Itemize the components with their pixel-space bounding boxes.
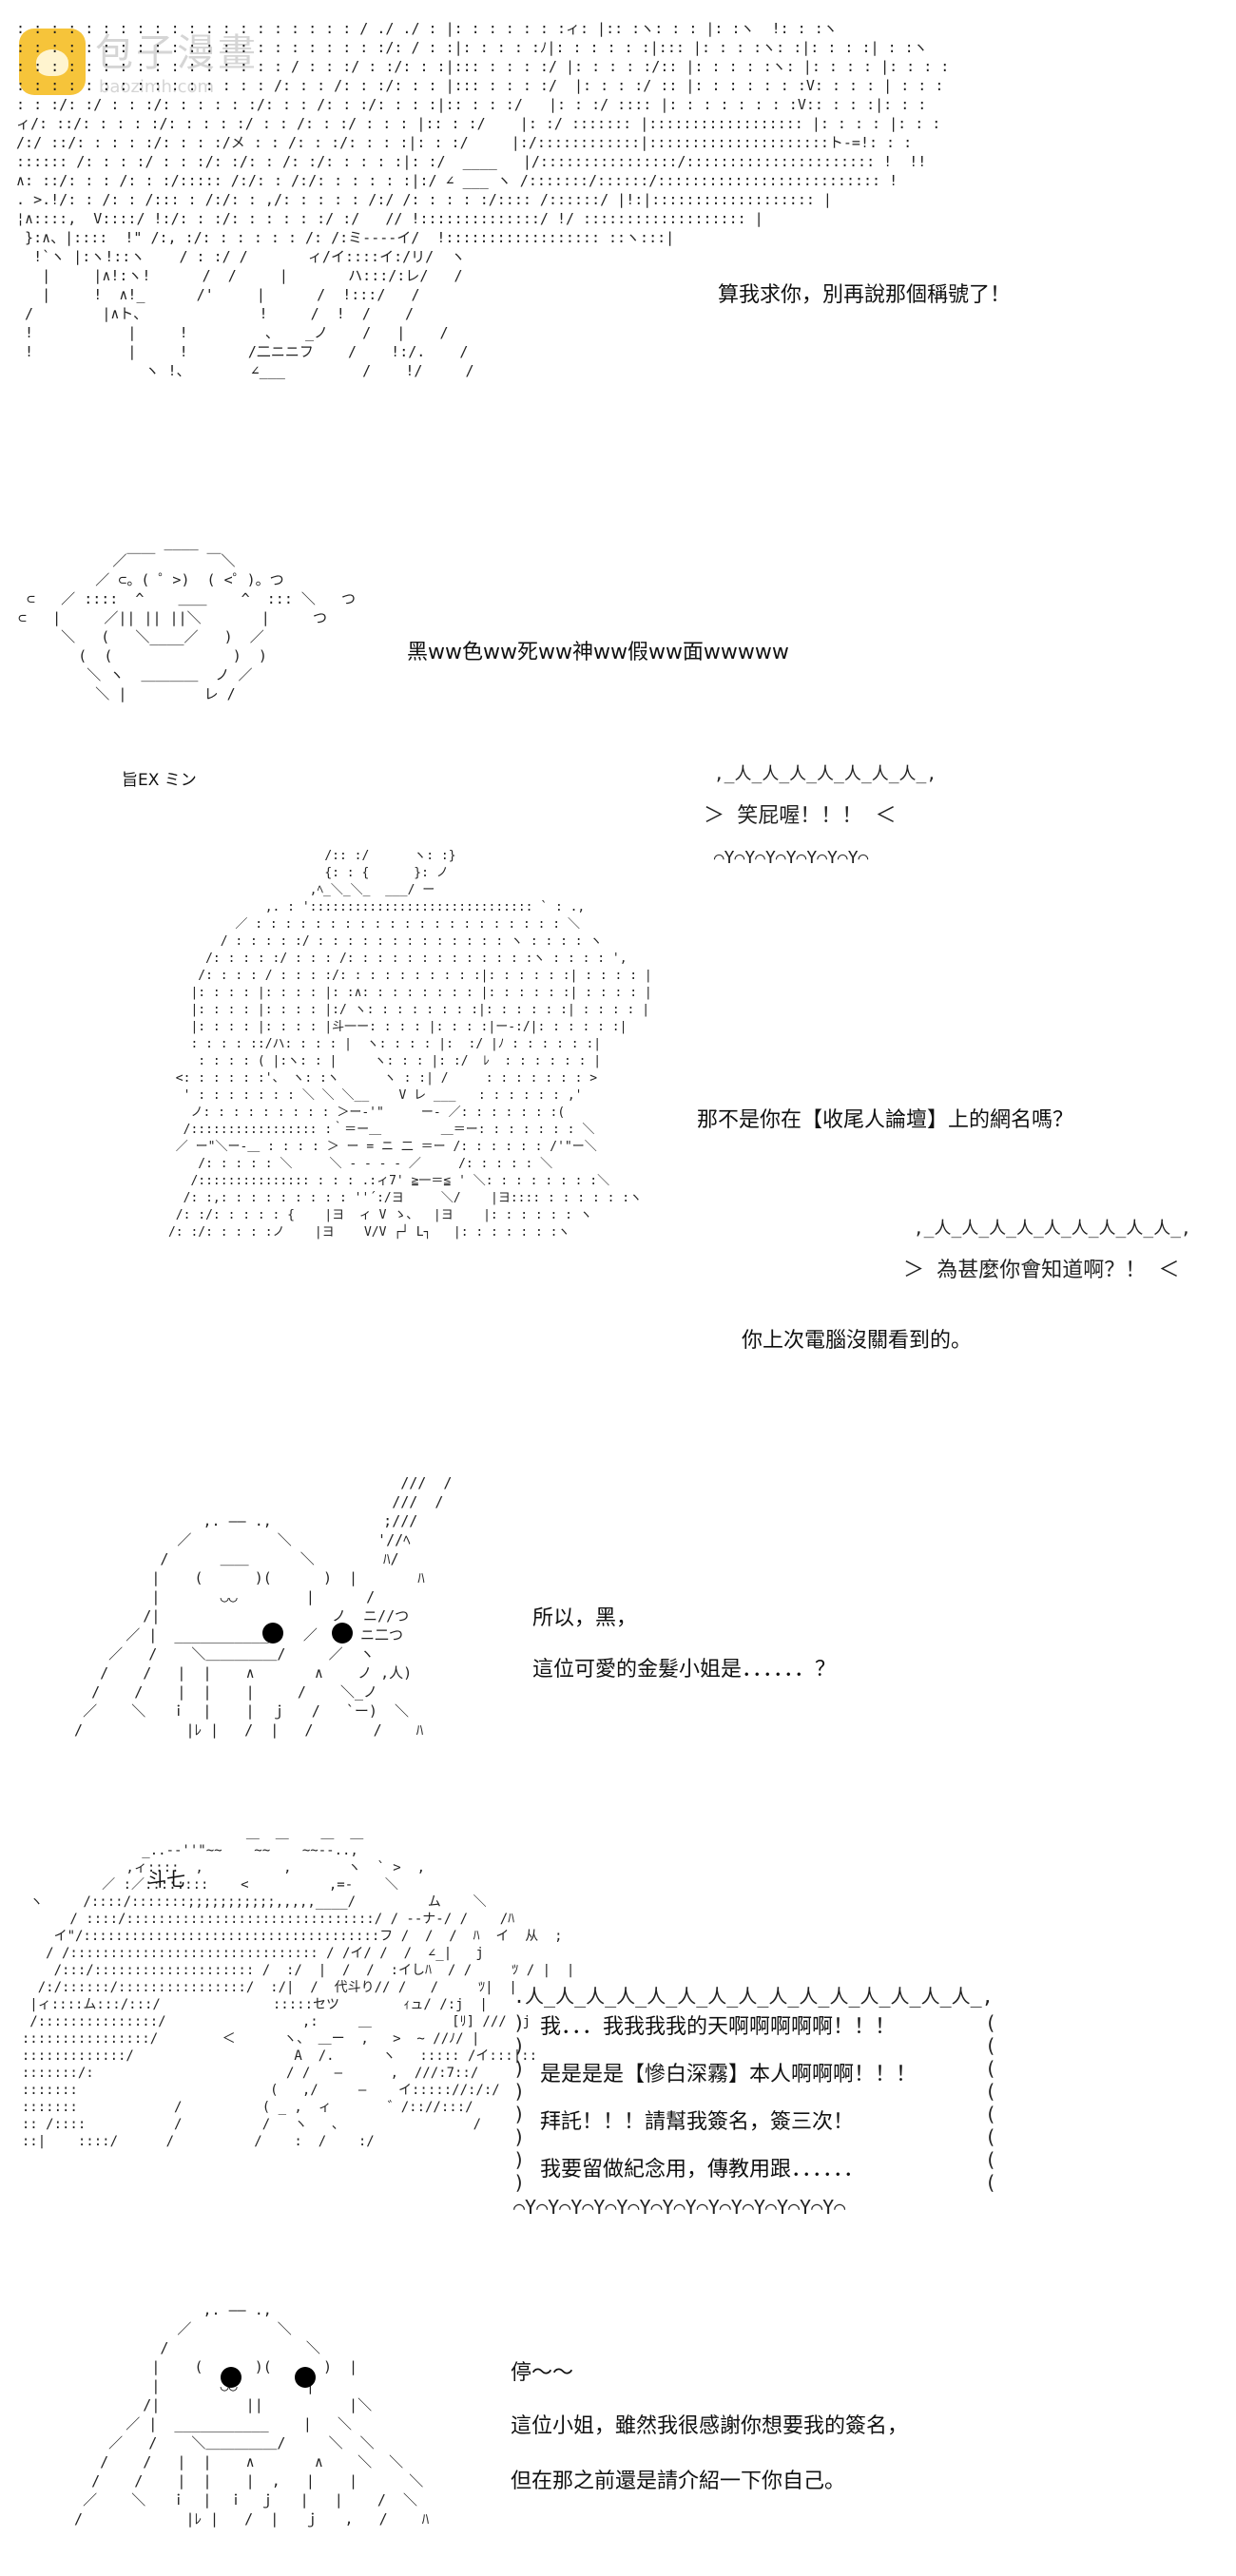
ascii-art-round-character: ,. ―― ., ／ ＼ / ＼ | ( )( ) | | ◡◡ | /| ||… [74,2301,430,2528]
speech-box-left-edge: ) ) ) ) ) ) ) ) [513,2011,526,2194]
ascii-art-blonde-girl: /:: :/ ヽ: :} {: : { }: ノ ,ﾍ_＼_＼_ ___/ ー … [167,849,652,1240]
dialogue-line: 所以，黑， [532,1606,638,1630]
dialogue-line: 這位小姐，雖然我很感謝你想要我的簽名， [511,2414,909,2438]
dialogue-line: 你上次電腦沒關看到的。 [742,1329,973,1353]
dialogue-line: 這位可愛的金髮小姐是．．．．．．？ [532,1658,837,1682]
ascii-art-excited-character: ＿ ＿ ＿ ＿ _..-‐''"~~ ~~ ~~‐-.., ,ィ:::: , ,… [21,1826,575,2149]
box-line: 我要留做紀念用，傳教用跟．．．．．． [540,2158,865,2182]
left-eye-icon [262,1623,283,1644]
panel-5: ＿ ＿ ＿ ＿ _..-‐''"~~ ~~ ~~‐-.., ,ィ:::: , ,… [0,1825,1236,2291]
ascii-art-round-character: /// / /// / ,. ―― ., ;/// ／ ＼ '//ﾍ / ＿＿ … [74,1474,453,1739]
art-label: 斗七 [147,1868,185,1891]
art-label: 旨EX ミン [122,771,197,790]
speech-bubble: ,_人_人_人_人_人_人_人_人_人_, ＞ 為甚麼你會知道啊？！ ＜ [903,1219,1202,1283]
right-eye-icon [332,1623,353,1644]
bun-mascot-icon [19,29,86,95]
box-line: 拜託！！！請幫我簽名，簽三次！ [540,2110,855,2134]
watermark-subtitle: baozimh.com [99,77,215,97]
speech-box-bottom-edge: ⌒Y⌒Y⌒Y⌒Y⌒Y⌒Y⌒Y⌒Y⌒Y⌒Y⌒Y⌒Y⌒Y⌒Y⌒ [513,2196,846,2219]
speech-box: .人_人_人_人_人_人_人_人_人_人_人_人_人_人_人_, ) ) ) )… [513,1985,1008,2222]
bubble-text: 笑屁喔！！！ [737,804,863,828]
left-eye-icon [221,2367,241,2388]
panel-2: ____ ／￣￣ ￣＼ ／ ⊂。( ゜>) ( <゜)。つ ⊂ ／ :::: ^… [0,532,1236,868]
dialogue-line: 但在那之前還是請介紹一下你自己。 [511,2470,846,2493]
box-line: 是是是是【慘白深霧】本人啊啊啊！！！ [540,2063,917,2086]
bubble-text: 為甚麼你會知道啊？！ [937,1259,1147,1282]
panel-1: : : : : : : : : : : : : : : : : : : : : … [0,0,1236,532]
box-line: 我．．．我我我我的天啊啊啊啊啊！！！ [540,2015,897,2039]
panel-4: /// / /// / ,. ―― ., ;/// ／ ＼ '//ﾍ / ＿＿ … [0,1454,1236,1825]
watermark-title: 包子漫畫 [95,31,259,75]
ascii-art-laughing-face: ____ ／￣￣ ￣＼ ／ ⊂。( ゜>) ( <゜)。つ ⊂ ／ :::: ^… [18,533,356,702]
ascii-art-hooded-figure: : : : : : : : : : : : : : : : : : : : : … [16,20,950,379]
speech-bubble: ,_人_人_人_人_人_人_人_, ＞ 笑屁喔！！！ ＜ ⌒Y⌒Y⌒Y⌒Y⌒Y⌒… [704,764,948,868]
speech-box-right-edge: ( ( ( ( ( ( ( ( [985,2011,997,2194]
dialogue-line: 算我求你，別再說那個稱號了！ [718,283,1012,307]
dialogue-line: 那不是你在【收尾人論壇】上的網名嗎？ [697,1108,1074,1132]
panel-6: ,. ―― ., ／ ＼ / ＼ | ( )( ) | | ◡◡ | /| ||… [0,2291,1236,2576]
panel-3: /:: :/ ヽ: :} {: : { }: ノ ,ﾍ_＼_＼_ ___/ ー … [0,827,1236,1454]
right-eye-icon [295,2367,316,2388]
speech-box-top-edge: .人_人_人_人_人_人_人_人_人_人_人_人_人_人_人_, [513,1985,994,2008]
dialogue-line: 停～～ [511,2361,574,2385]
dialogue-line: 黑ww色ww死ww神ww假ww面wwwww [407,641,789,664]
